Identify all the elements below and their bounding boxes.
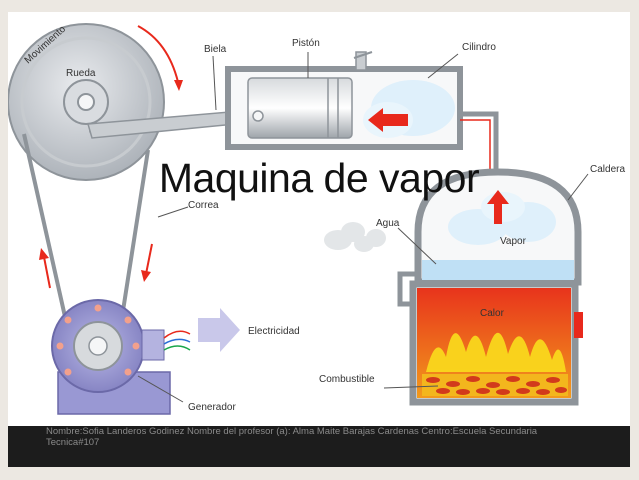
steam-push-arrow: [368, 108, 408, 132]
footer-bar: Nombre:Sofia Landeros Godinez Nombre del…: [8, 426, 630, 467]
electricity-arrow: [198, 308, 240, 352]
slide-title: Maquina de vapor: [158, 155, 480, 201]
label-caldera: Caldera: [590, 164, 625, 175]
label-piston: Pistón: [292, 38, 320, 49]
piston: [247, 77, 353, 139]
footer-text: Nombre:Sofia Landeros Godinez Nombre del…: [46, 426, 606, 448]
movement-arrow-head: [174, 80, 183, 91]
label-agua: Agua: [376, 218, 400, 229]
label-electricidad: Electricidad: [248, 326, 300, 337]
steam-engine-diagram: Movimiento Rueda Biela Pistón Cilindro C…: [8, 23, 625, 415]
boiler: [397, 168, 583, 406]
steam-cloud: [324, 222, 386, 252]
slide: Movimiento Rueda Biela Pistón Cilindro C…: [8, 12, 630, 467]
footer-line-2: Tecnica#107: [46, 437, 100, 448]
generator: [51, 299, 191, 415]
label-calor: Calor: [480, 308, 505, 319]
label-correa: Correa: [188, 200, 219, 211]
label-biela: Biela: [204, 44, 227, 55]
footer-line-1: Nombre:Sofia Landeros Godinez Nombre del…: [46, 426, 538, 437]
label-vapor: Vapor: [500, 236, 527, 247]
label-combustible: Combustible: [319, 374, 375, 385]
label-generador: Generador: [188, 402, 236, 413]
movement-arrow: [137, 25, 179, 83]
leader-lines: [137, 52, 589, 403]
label-rueda: Rueda: [66, 68, 96, 79]
label-cilindro: Cilindro: [462, 42, 496, 53]
belt: [22, 133, 153, 331]
